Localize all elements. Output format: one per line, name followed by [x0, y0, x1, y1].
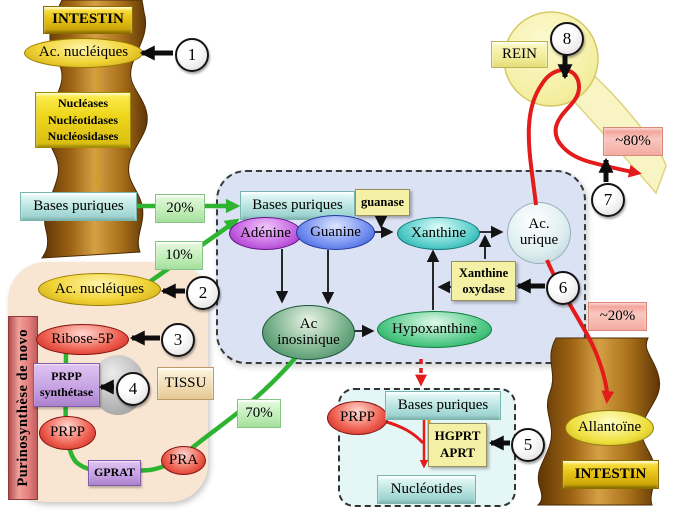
flow-prpp-salvage	[382, 419, 425, 445]
allantoin-node: Allantoïne	[565, 410, 654, 446]
marker-8-label: 8	[562, 29, 572, 48]
guanine-label: Guanine	[310, 223, 361, 240]
flow-10pct-label: 10%	[155, 241, 203, 270]
nucleotides-node: Nucléotides	[377, 475, 476, 504]
marker-2-label: 2	[198, 283, 208, 302]
digestive-enzymes-box: Nucléases Nucléotidases Nucléosidases	[35, 92, 131, 148]
denovo-ribbon: Purinosynthèse de novo	[8, 316, 38, 500]
nucleic-acids-tissue-label: Ac. nucléiques	[54, 280, 145, 297]
enzyme-nucleotidases: Nucléotidases	[48, 112, 118, 127]
flow-80pct-text: ~80%	[615, 132, 651, 149]
prpp-synthetase-enzyme: PRPP synthétase	[33, 363, 100, 407]
hgprt-aprt-enzyme: HGPRT APRT	[428, 423, 487, 467]
marker-8: 8	[550, 22, 584, 56]
flow-70pct-label: 70%	[237, 399, 281, 428]
guanine-node: Guanine	[296, 215, 375, 250]
flow-20pct-text: 20%	[166, 199, 194, 216]
hypoxanthine-label: Hypoxanthine	[392, 320, 477, 337]
prpp-salvage-node: PRPP	[327, 401, 388, 435]
gprat-enzyme: GPRAT	[88, 460, 141, 486]
inosinic-acid-label-line1: Ac	[299, 315, 318, 332]
xanthine-oxidase-label-line2: oxydase	[462, 282, 505, 296]
purine-bases-pool-label: Bases puriques	[252, 196, 343, 213]
flow-20pct-label: 20%	[155, 194, 205, 223]
guanase-enzyme: guanase	[355, 189, 410, 216]
marker-1: 1	[175, 38, 209, 72]
uric-acid-label-line1: Ac.	[528, 216, 550, 233]
xanthine-node: Xanthine	[397, 217, 480, 250]
prpp-synthetase-label-line2: synthétase	[39, 385, 94, 399]
reaction-arrows	[275, 214, 504, 338]
nucleic-acids-top: Ac. nucléiques	[24, 38, 143, 68]
marker-3-label: 3	[173, 330, 183, 349]
marker-2: 2	[186, 276, 220, 310]
inosinic-acid-node: Ac inosinique	[262, 305, 355, 360]
marker-5-label: 5	[523, 435, 533, 454]
adenine-label: Adénine	[240, 224, 291, 241]
nucleic-acids-top-label: Ac. nucléiques	[38, 44, 129, 61]
marker-4: 4	[116, 372, 150, 406]
gprat-label: GPRAT	[93, 465, 136, 480]
purine-bases-salvage-label: Bases puriques	[397, 396, 489, 413]
allantoin-label: Allantoïne	[577, 419, 642, 436]
inosinic-acid-label-line2: inosinique	[277, 331, 340, 348]
uric-acid-label-line2: urique	[519, 232, 559, 248]
xanthine-label: Xanthine	[411, 224, 466, 241]
aprt-label: APRT	[440, 445, 475, 460]
marker-6: 6	[546, 271, 580, 305]
marker-4-label: 4	[128, 379, 138, 398]
ribose5p-label: Ribose-5P	[51, 330, 114, 347]
flow-10pct-text: 10%	[165, 246, 193, 263]
guanase-label: guanase	[360, 195, 405, 210]
marker-1-label: 1	[187, 45, 197, 64]
flow-80pct-label: ~80%	[603, 127, 663, 156]
purine-bases-intestine-label: Bases puriques	[33, 197, 124, 214]
flow-20pct-renal-label: ~20%	[588, 302, 647, 331]
prpp-synthetase-label-line1: PRPP	[51, 369, 82, 384]
pra-label: PRA	[168, 451, 199, 468]
adenine-node: Adénine	[229, 217, 302, 250]
marker-7-label: 7	[603, 190, 613, 209]
intestin-bottom-title-label: INTESTIN	[574, 465, 647, 482]
nucleotides-label: Nucléotides	[390, 480, 463, 497]
purine-bases-salvage: Bases puriques	[385, 391, 501, 420]
hypoxanthine-node: Hypoxanthine	[377, 311, 492, 348]
xanthine-oxidase-label-line1: Xanthine	[458, 265, 509, 280]
xanthine-oxidase-enzyme: Xanthine oxydase	[451, 261, 516, 301]
ribose5p-node: Ribose-5P	[36, 324, 129, 355]
nucleic-acids-tissue: Ac. nucléiques	[38, 273, 161, 306]
marker-5: 5	[511, 428, 545, 462]
intestin-top-title-label: INTESTIN	[52, 11, 124, 28]
hgprt-label: HGPRT	[434, 428, 481, 444]
kidney-title: REIN	[491, 41, 548, 68]
enzyme-nucleases: Nucléases	[58, 95, 108, 110]
denovo-ribbon-label: Purinosynthèse de novo	[14, 329, 31, 487]
prpp-salvage-label: PRPP	[339, 409, 376, 426]
uric-acid-node: Ac. urique	[507, 202, 571, 264]
purine-bases-intestine: Bases puriques	[20, 192, 137, 221]
pra-node: PRA	[161, 446, 206, 475]
intestin-top-title: INTESTIN	[43, 6, 133, 34]
prpp-label: PRPP	[49, 424, 86, 441]
tissue-title-label: TISSU	[164, 374, 207, 391]
enzyme-nucleosidases: Nucléosidases	[47, 129, 119, 144]
kidney-title-label: REIN	[502, 45, 537, 62]
prpp-node: PRPP	[39, 416, 96, 450]
tissue-title: TISSU	[157, 367, 214, 400]
marker-3: 3	[161, 323, 195, 357]
flow-20pct-renal-text: ~20%	[599, 307, 636, 324]
intestin-bottom-title: INTESTIN	[562, 460, 659, 489]
marker-7: 7	[591, 183, 625, 217]
flow-70pct-text: 70%	[245, 404, 273, 421]
marker-6-label: 6	[558, 278, 568, 297]
purine-bases-pool: Bases puriques	[240, 191, 355, 220]
